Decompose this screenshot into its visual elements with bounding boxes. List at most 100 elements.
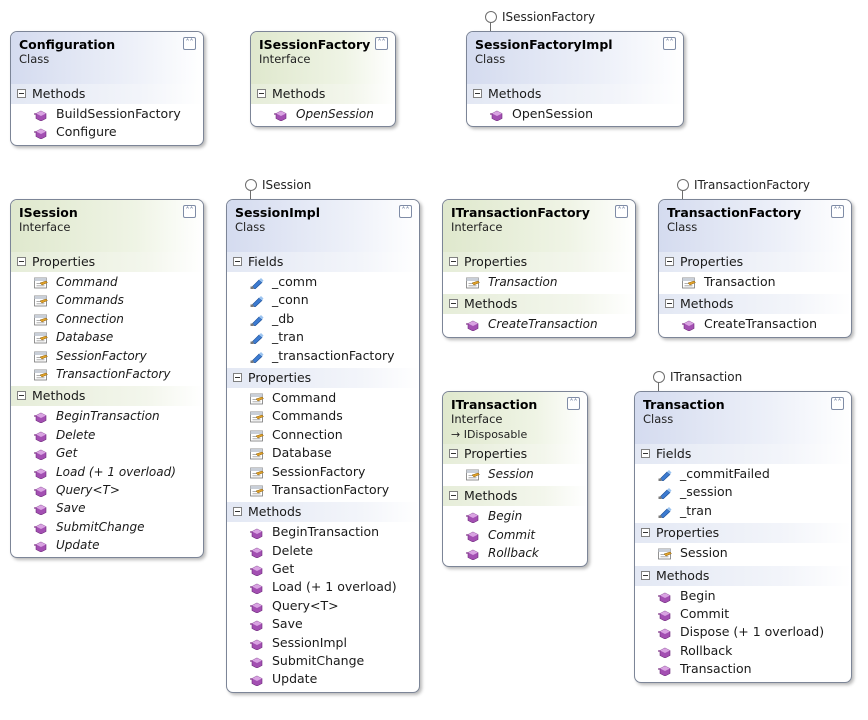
member-item[interactable]: BeginTransaction: [11, 407, 203, 425]
collapse-section-icon[interactable]: [665, 299, 674, 309]
member-item[interactable]: CreateTransaction: [443, 315, 635, 333]
member-item[interactable]: _conn: [227, 291, 419, 309]
member-item[interactable]: SessionFactory: [227, 463, 419, 481]
collapse-shape-button[interactable]: ˄˄: [375, 37, 388, 50]
member-item[interactable]: Commit: [443, 526, 587, 544]
section-header-methods[interactable]: Methods: [635, 565, 851, 586]
member-item[interactable]: _transactionFactory: [227, 347, 419, 365]
collapse-section-icon[interactable]: [665, 257, 674, 266]
member-item[interactable]: Commands: [11, 291, 203, 309]
section-header-fields[interactable]: Fields: [227, 252, 419, 272]
collapse-shape-button[interactable]: ˄˄: [183, 205, 196, 218]
section-header-properties[interactable]: Properties: [11, 252, 203, 272]
member-item[interactable]: CreateTransaction: [659, 315, 851, 333]
member-item[interactable]: Rollback: [635, 642, 851, 660]
section-header-methods[interactable]: Methods: [467, 84, 683, 104]
collapse-shape-button[interactable]: ˄˄: [831, 205, 844, 218]
member-item[interactable]: SessionImpl: [227, 634, 419, 652]
member-item[interactable]: TransactionFactory: [11, 365, 203, 383]
member-item[interactable]: Save: [227, 615, 419, 633]
section-header-methods[interactable]: Methods: [659, 294, 851, 315]
member-item[interactable]: Rollback: [443, 544, 587, 562]
collapse-section-icon[interactable]: [449, 449, 458, 458]
member-item[interactable]: SubmitChange: [227, 652, 419, 670]
member-item[interactable]: Connection: [11, 310, 203, 328]
member-item[interactable]: Load (+ 1 overload): [227, 578, 419, 596]
member-item[interactable]: _comm: [227, 273, 419, 291]
member-item[interactable]: Transaction: [635, 660, 851, 678]
section-header-fields[interactable]: Fields: [635, 444, 851, 464]
member-item[interactable]: Query<T>: [227, 597, 419, 615]
member-item[interactable]: Database: [11, 328, 203, 346]
collapse-shape-button[interactable]: ˄˄: [399, 205, 412, 218]
collapse-section-icon[interactable]: [449, 257, 458, 266]
member-item[interactable]: _commitFailed: [635, 465, 851, 483]
member-item[interactable]: Begin: [443, 507, 587, 525]
collapse-section-icon[interactable]: [641, 528, 650, 538]
collapse-section-icon[interactable]: [17, 257, 26, 266]
collapse-section-icon[interactable]: [473, 89, 482, 98]
member-item[interactable]: Transaction: [443, 273, 635, 291]
section-header-methods[interactable]: Methods: [251, 84, 395, 104]
member-item[interactable]: _db: [227, 310, 419, 328]
member-item[interactable]: Dispose (+ 1 overload): [635, 623, 851, 641]
member-item[interactable]: Update: [227, 670, 419, 688]
member-item[interactable]: _tran: [227, 328, 419, 346]
member-item[interactable]: BuildSessionFactory: [11, 105, 203, 123]
collapse-section-icon[interactable]: [449, 299, 458, 309]
member-item[interactable]: Transaction: [659, 273, 851, 291]
collapse-shape-button[interactable]: ˄˄: [663, 37, 676, 50]
collapse-section-icon[interactable]: [641, 570, 650, 580]
section-header-methods[interactable]: Methods: [11, 386, 203, 407]
member-item[interactable]: Delete: [227, 542, 419, 560]
member-item[interactable]: Query<T>: [11, 481, 203, 499]
collapse-section-icon[interactable]: [641, 449, 650, 458]
collapse-section-icon[interactable]: [449, 491, 458, 501]
member-item[interactable]: Begin: [635, 587, 851, 605]
member-item[interactable]: _session: [635, 483, 851, 501]
member-item[interactable]: Database: [227, 444, 419, 462]
member-item[interactable]: _tran: [635, 502, 851, 520]
member-item[interactable]: OpenSession: [251, 105, 395, 123]
member-item[interactable]: TransactionFactory: [227, 481, 419, 499]
member-item[interactable]: Delete: [11, 426, 203, 444]
section-header-methods[interactable]: Methods: [11, 84, 203, 104]
collapse-shape-button[interactable]: ˄˄: [831, 397, 844, 410]
member-item[interactable]: Commit: [635, 605, 851, 623]
member-item[interactable]: Update: [11, 536, 203, 554]
collapse-shape-button[interactable]: ˄˄: [183, 37, 196, 50]
member-item[interactable]: Command: [11, 273, 203, 291]
section-header-methods[interactable]: Methods: [227, 502, 419, 523]
member-item[interactable]: Commands: [227, 407, 419, 425]
section-header-properties[interactable]: Properties: [659, 252, 851, 272]
member-item[interactable]: SubmitChange: [11, 518, 203, 536]
member-item[interactable]: Get: [11, 444, 203, 462]
member-item[interactable]: Session: [635, 544, 851, 562]
section-header-properties[interactable]: Properties: [443, 252, 635, 272]
member-item[interactable]: Load (+ 1 overload): [11, 463, 203, 481]
section-header-methods[interactable]: Methods: [443, 294, 635, 315]
member-item[interactable]: Configure: [11, 123, 203, 141]
collapse-section-icon[interactable]: [257, 89, 266, 98]
member-item[interactable]: Get: [227, 560, 419, 578]
member-item[interactable]: BeginTransaction: [227, 523, 419, 541]
section-header-properties[interactable]: Properties: [635, 523, 851, 544]
section-header-methods[interactable]: Methods: [443, 486, 587, 507]
collapse-section-icon[interactable]: [233, 372, 242, 382]
section-header-properties[interactable]: Properties: [227, 367, 419, 388]
